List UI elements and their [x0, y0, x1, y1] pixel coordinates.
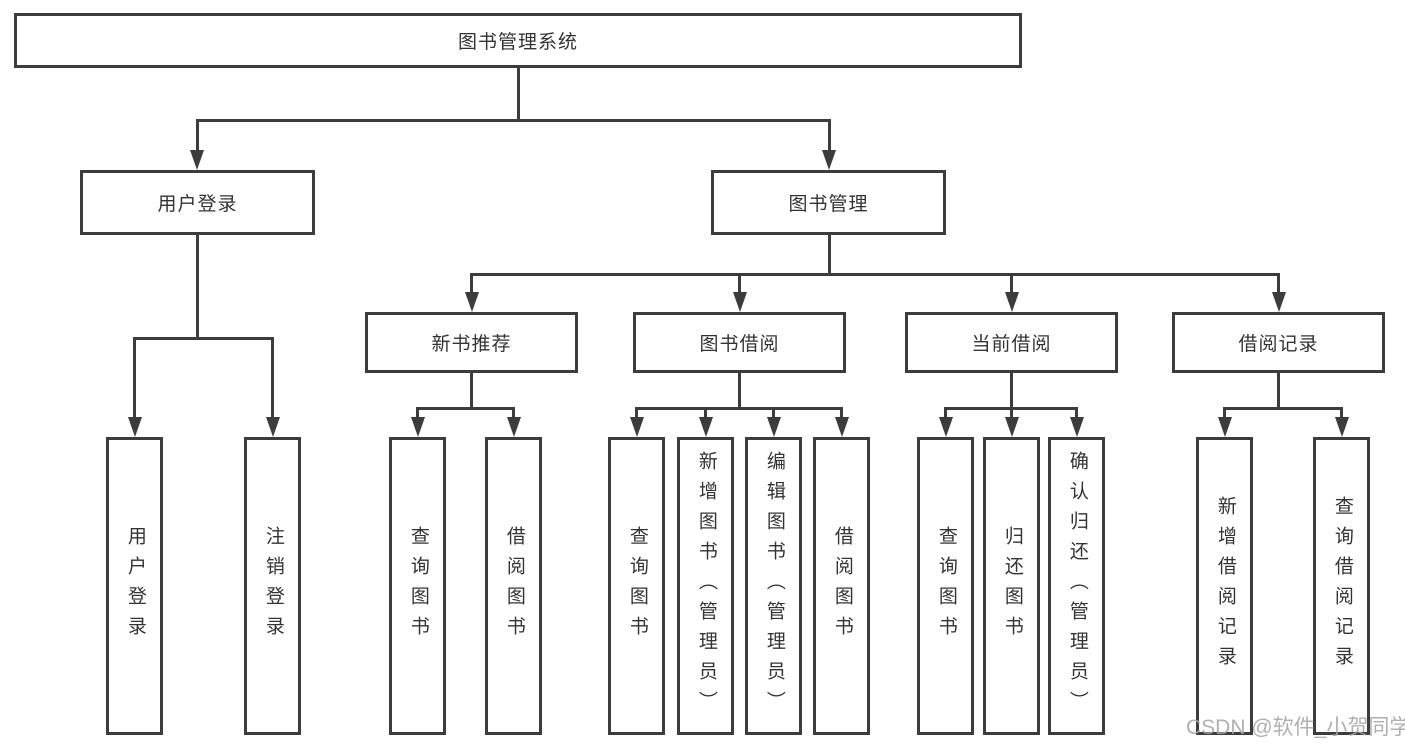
leaf-borrow-book-label: 借阅图书 — [831, 526, 853, 646]
node-new-book-recommend-label: 新书推荐 — [431, 334, 512, 355]
arrow-down-icon — [506, 417, 521, 437]
connector-drop-group1 — [470, 273, 473, 294]
arrow-down-icon — [732, 292, 747, 312]
arrow-down-icon — [822, 150, 836, 170]
csdn-watermark: CSDN @软件_小贺同学 — [1186, 716, 1405, 739]
connector-drop-user-leaf2 — [271, 337, 274, 419]
connector-root-trunk — [516, 68, 520, 119]
arrow-down-icon — [698, 417, 713, 437]
leaf-return-book: 归还图书 — [983, 437, 1040, 735]
leaf-borrow-query-book-label: 查询图书 — [626, 526, 648, 646]
arrow-down-icon — [410, 417, 425, 437]
leaf-borrow-query-book: 查询图书 — [608, 437, 665, 735]
node-user-login-label: 用户登录 — [157, 194, 238, 215]
node-root-label: 图书管理系统 — [457, 32, 578, 53]
connector-group4-trunk — [1277, 373, 1280, 407]
leaf-current-query-book: 查询图书 — [917, 437, 974, 735]
leaf-borrow-book: 借阅图书 — [813, 437, 870, 735]
leaf-query-borrow-record-label: 查询借阅记录 — [1331, 496, 1353, 676]
node-book-borrow-label: 图书借阅 — [699, 334, 780, 355]
arrow-down-icon — [834, 417, 849, 437]
arrow-down-icon — [265, 417, 280, 437]
arrow-down-icon — [938, 417, 953, 437]
arrow-down-icon — [1069, 417, 1084, 437]
connector-drop-g3c1 — [944, 407, 947, 419]
leaf-edit-book-admin-label: 编辑图书（管理员） — [763, 451, 785, 721]
node-borrow-records-label: 借阅记录 — [1238, 334, 1319, 355]
leaf-logout: 注销登录 — [244, 437, 301, 735]
connector-drop-g2c1 — [635, 407, 638, 419]
connector-drop-g2c4 — [840, 407, 843, 419]
connector-drop-user — [195, 119, 199, 154]
connector-drop-g4c2 — [1340, 407, 1343, 419]
connector-level2-hline — [195, 119, 831, 122]
arrow-down-icon — [1004, 417, 1019, 437]
node-borrow-records: 借阅记录 — [1172, 312, 1385, 373]
connector-drop-g4c1 — [1223, 407, 1226, 419]
node-current-borrow-label: 当前借阅 — [971, 334, 1052, 355]
connector-drop-g2c3 — [772, 407, 775, 419]
connector-level3-hline — [470, 273, 1280, 276]
arrow-down-icon — [1004, 292, 1019, 312]
connector-group1-hline — [416, 407, 515, 410]
leaf-recommend-query-book-label: 查询图书 — [407, 526, 429, 646]
arrow-down-icon — [1217, 417, 1232, 437]
connector-group4-hline — [1223, 407, 1343, 410]
arrow-down-icon — [629, 417, 644, 437]
connector-drop-g1c2 — [512, 407, 515, 419]
node-root: 图书管理系统 — [14, 13, 1022, 68]
leaf-add-book-admin: 新增图书（管理员） — [677, 437, 734, 735]
connector-drop-g3c3 — [1075, 407, 1078, 419]
arrow-down-icon — [766, 417, 781, 437]
node-book-borrow: 图书借阅 — [633, 312, 846, 373]
connector-group3-trunk — [1010, 373, 1013, 407]
node-user-login: 用户登录 — [80, 170, 315, 235]
node-current-borrow: 当前借阅 — [905, 312, 1118, 373]
leaf-query-borrow-record: 查询借阅记录 — [1313, 437, 1370, 735]
connector-drop-g3c2 — [1010, 407, 1013, 419]
leaf-edit-book-admin: 编辑图书（管理员） — [745, 437, 802, 735]
leaf-confirm-return-admin: 确认归还（管理员） — [1048, 437, 1105, 735]
connector-drop-g2c2 — [704, 407, 707, 419]
arrow-down-icon — [1271, 292, 1286, 312]
leaf-add-borrow-record-label: 新增借阅记录 — [1214, 496, 1236, 676]
connector-drop-mgmt — [827, 119, 831, 154]
leaf-logout-label: 注销登录 — [262, 526, 284, 646]
connector-group2-hline — [635, 407, 843, 410]
arrow-down-icon — [1334, 417, 1349, 437]
leaf-add-book-admin-label: 新增图书（管理员） — [695, 451, 717, 721]
connector-drop-user-leaf1 — [133, 337, 136, 419]
leaf-current-query-book-label: 查询图书 — [935, 526, 957, 646]
arrow-down-icon — [127, 417, 142, 437]
connector-drop-g1c1 — [416, 407, 419, 419]
leaf-return-book-label: 归还图书 — [1001, 526, 1023, 646]
leaf-user-login: 用户登录 — [106, 437, 163, 735]
connector-group2-trunk — [738, 373, 741, 407]
connector-drop-group2 — [738, 273, 741, 294]
connector-group1-trunk — [470, 373, 473, 407]
leaf-add-borrow-record: 新增借阅记录 — [1196, 437, 1253, 735]
leaf-confirm-return-admin-label: 确认归还（管理员） — [1066, 451, 1088, 721]
node-book-management: 图书管理 — [711, 170, 946, 235]
connector-drop-group3 — [1010, 273, 1013, 294]
connector-user-hline — [133, 337, 274, 340]
leaf-recommend-query-book: 查询图书 — [389, 437, 446, 735]
leaf-recommend-borrow-book: 借阅图书 — [485, 437, 542, 735]
arrow-down-icon — [464, 292, 479, 312]
arrow-down-icon — [190, 150, 204, 170]
connector-user-trunk — [195, 235, 199, 337]
connector-mgmt-trunk — [827, 235, 831, 273]
leaf-recommend-borrow-book-label: 借阅图书 — [503, 526, 525, 646]
connector-drop-group4 — [1277, 273, 1280, 294]
node-book-management-label: 图书管理 — [788, 194, 869, 215]
leaf-user-login-label: 用户登录 — [124, 526, 146, 646]
node-new-book-recommend: 新书推荐 — [365, 312, 578, 373]
